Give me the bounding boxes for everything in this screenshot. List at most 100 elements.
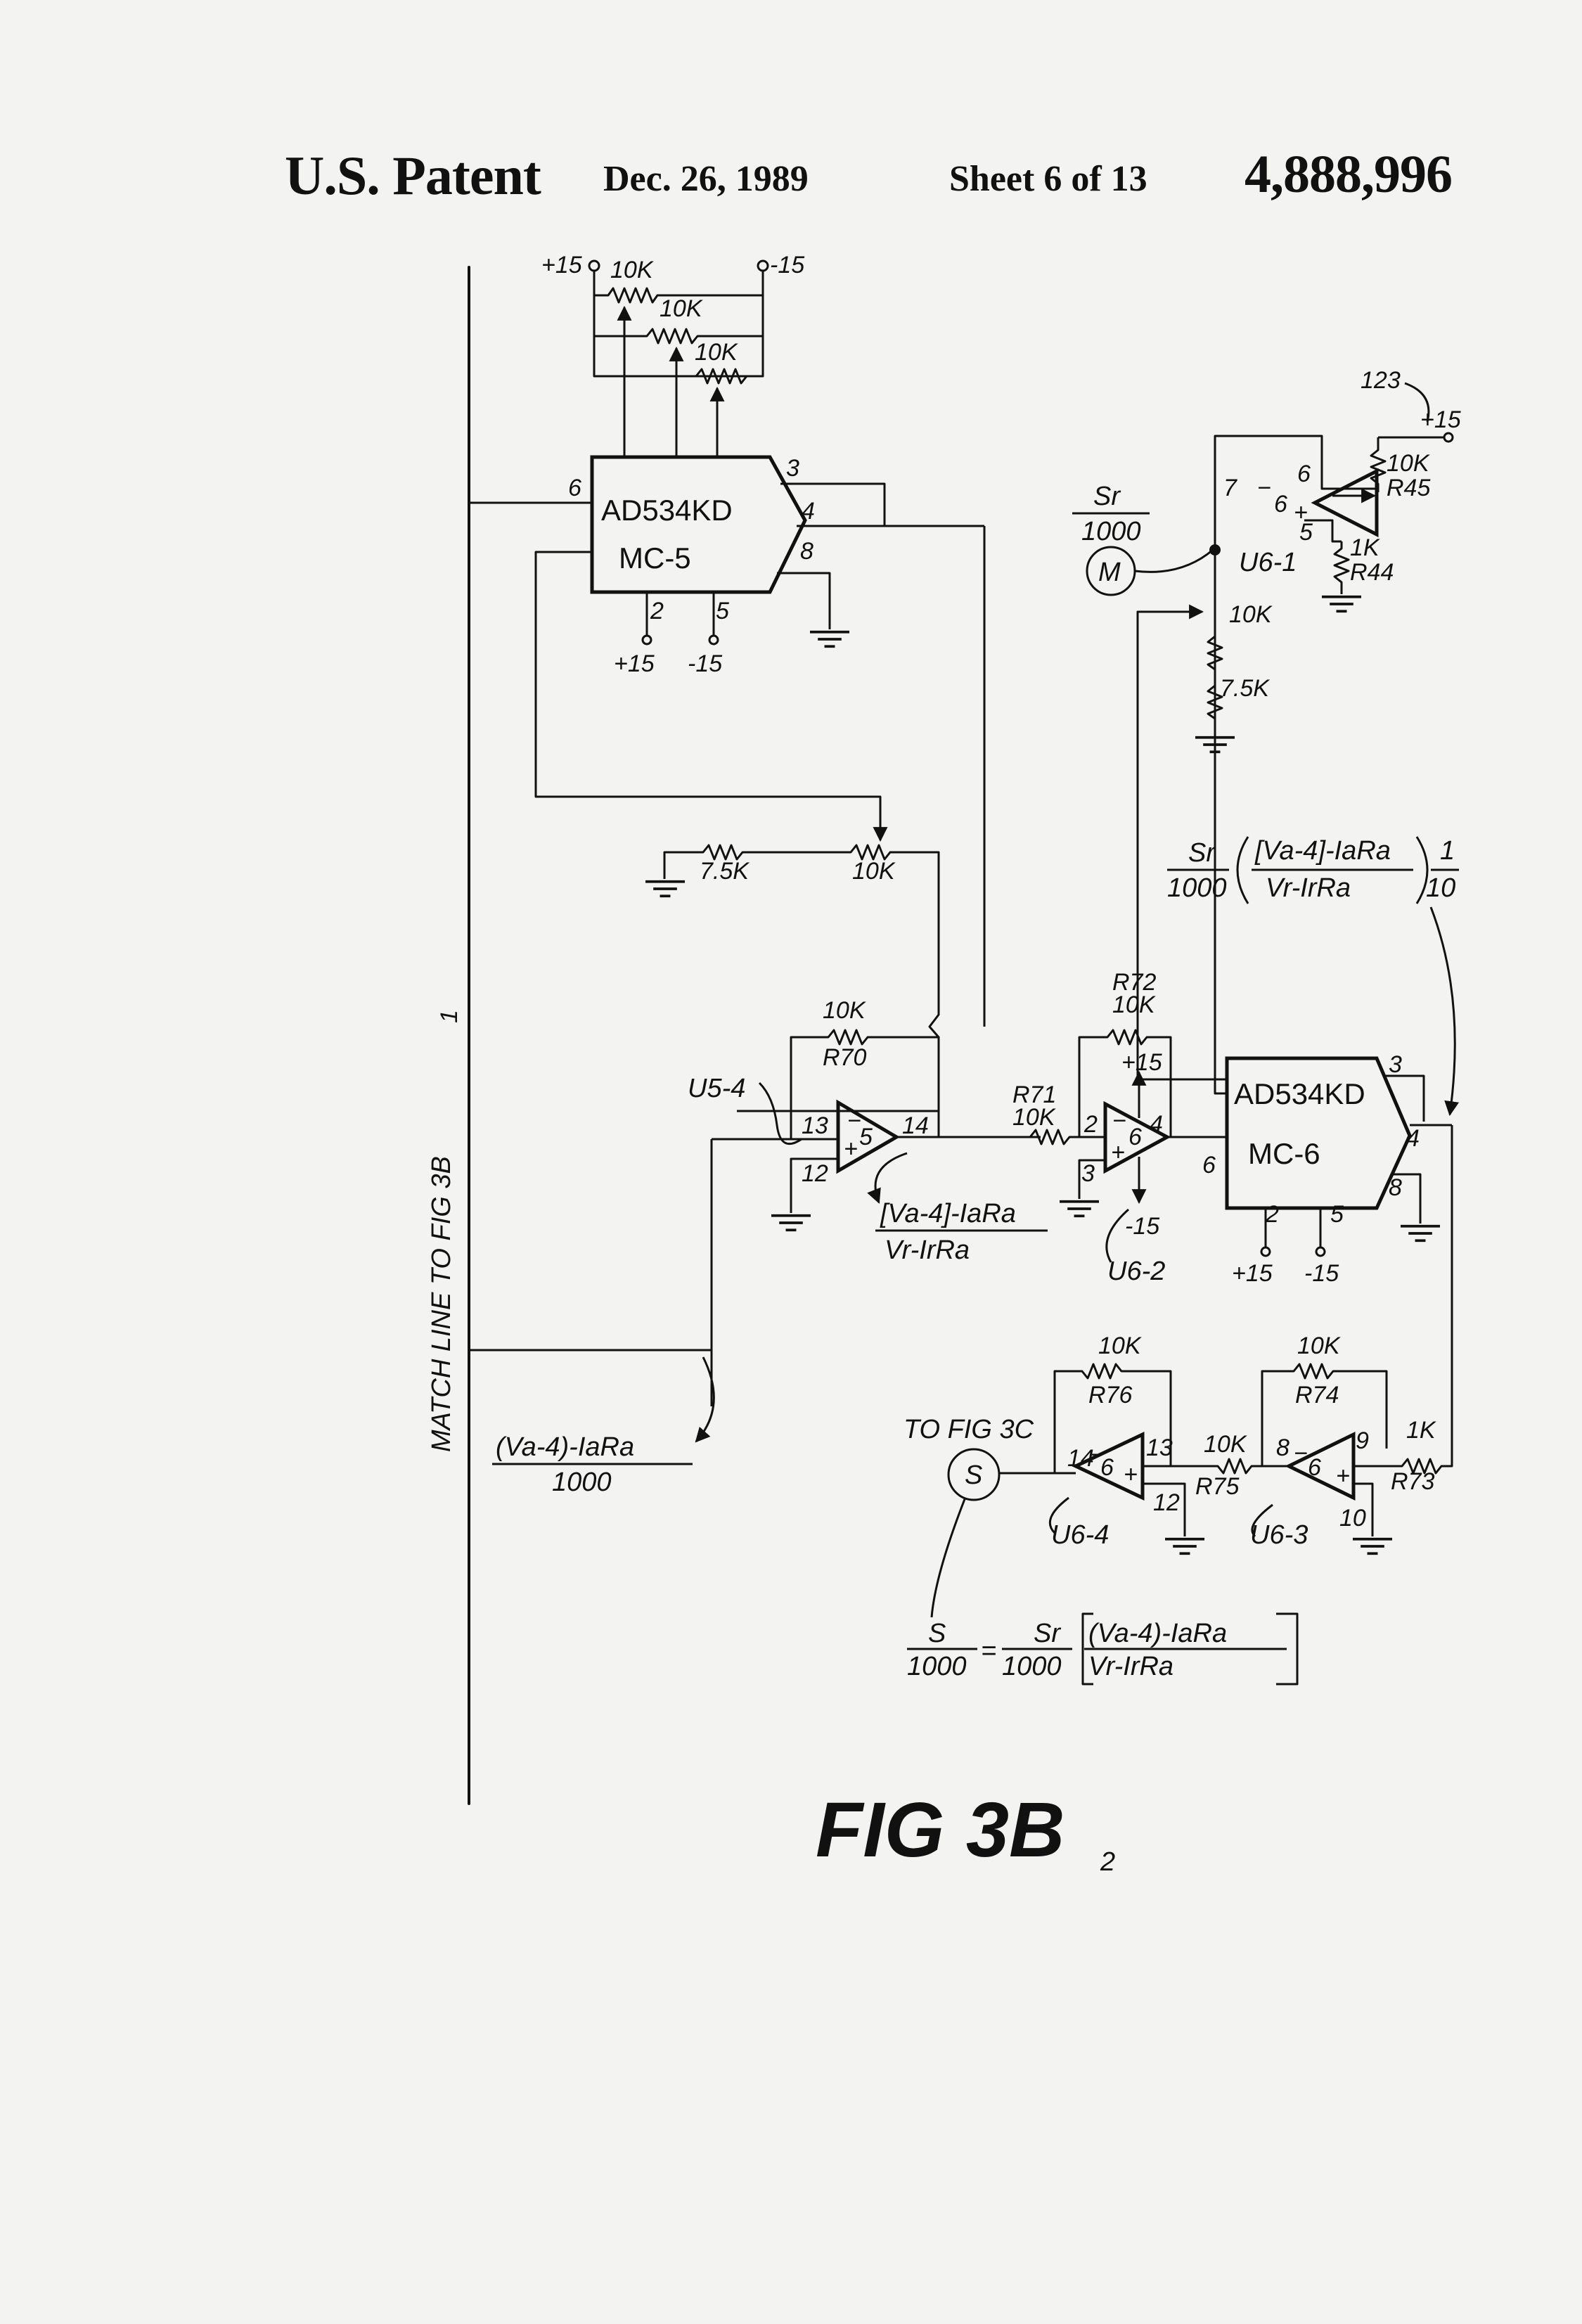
svg-text:1K: 1K	[1406, 1417, 1436, 1444]
top-pot-3-value: 10K	[695, 339, 738, 366]
svg-text:8: 8	[1389, 1174, 1402, 1201]
patent-date: Dec. 26, 1989	[603, 159, 809, 199]
svg-text:R70: R70	[823, 1044, 866, 1071]
motor-section: Sr 1000 M 10K 7.5K − + 6 7 5 6 U6-1	[1072, 367, 1461, 754]
svg-text:2: 2	[1265, 1201, 1279, 1228]
chip-mc6: AD534KD MC-6 3 4 8 2 5 +15 -15	[1136, 435, 1453, 1449]
figure-label: FIG 3B	[816, 1787, 1065, 1873]
svg-text:[Va-4]-IaRa: [Va-4]-IaRa	[1254, 836, 1391, 866]
svg-text:14: 14	[902, 1112, 929, 1139]
top-potentiometers: +15 -15 10K 10K 10K	[541, 252, 804, 457]
figure-label-sub: 2	[1100, 1847, 1115, 1877]
svg-text:(Va-4)-IaRa: (Va-4)-IaRa	[1088, 1619, 1227, 1648]
svg-text:3: 3	[1389, 1051, 1402, 1078]
opamp-u6-2: R71 10K − + 6 2 3 4 R72 10K +15 -15 U6-2…	[1012, 969, 1227, 1286]
svg-text:1: 1	[1440, 836, 1455, 866]
mc5-ref: MC-5	[619, 541, 691, 574]
patent-number: 4,888,996	[1245, 145, 1453, 204]
svg-text:+15: +15	[1121, 1049, 1162, 1076]
equation-top: Sr 1000 [Va-4]-IaRa Vr-IrRa 1 10	[1167, 836, 1460, 1117]
svg-text:8: 8	[800, 538, 813, 565]
svg-text:10K: 10K	[1112, 991, 1156, 1018]
svg-text:13: 13	[802, 1112, 828, 1139]
svg-text:R74: R74	[1295, 1382, 1339, 1408]
svg-text:4: 4	[1406, 1125, 1420, 1152]
top-supply-pos: +15	[541, 252, 582, 278]
svg-text:-15: -15	[688, 650, 722, 677]
svg-text:7.5K: 7.5K	[1220, 675, 1270, 702]
svg-text:14: 14	[1067, 1445, 1094, 1472]
svg-text:5: 5	[859, 1124, 873, 1150]
svg-text:−: −	[1088, 1442, 1102, 1468]
svg-text:10: 10	[1339, 1505, 1366, 1532]
match-line-sub: 1	[436, 1010, 463, 1023]
mc5-part: AD534KD	[601, 494, 733, 527]
svg-text:10K: 10K	[1204, 1431, 1247, 1458]
svg-text:5: 5	[1299, 519, 1313, 546]
svg-text:1000: 1000	[1167, 873, 1227, 903]
svg-text:Vr-IrRa: Vr-IrRa	[1088, 1652, 1173, 1681]
equation-left: (Va-4)-IaRa 1000	[492, 1432, 693, 1497]
svg-text:=: =	[981, 1636, 996, 1666]
svg-text:123: 123	[1361, 367, 1401, 394]
signal-s-icon	[947, 1448, 1001, 1501]
svg-text:R76: R76	[1088, 1382, 1132, 1408]
u6-4-label: U6-4	[1051, 1520, 1109, 1550]
svg-text:Vr-IrRa: Vr-IrRa	[885, 1235, 970, 1265]
u6-3-label: U6-3	[1250, 1520, 1308, 1550]
svg-text:+15: +15	[1420, 406, 1461, 433]
svg-text:6: 6	[568, 475, 581, 501]
opamp-u5-4: − + 5 U5-4 13 12 14 10K R70	[469, 997, 1041, 1443]
svg-text:6: 6	[1308, 1454, 1321, 1481]
svg-text:R75: R75	[1195, 1473, 1239, 1500]
svg-text:8: 8	[1276, 1434, 1290, 1461]
left-divider-r2: 10K	[852, 858, 896, 885]
top-supply-neg: -15	[770, 252, 804, 278]
opamp-u6-4: 10K R75 − + 6 14 13 12 10K R76 U6-4 S TO…	[903, 1333, 1289, 1618]
svg-text:1000: 1000	[552, 1468, 612, 1497]
svg-text:Vr-IrRa: Vr-IrRa	[1266, 873, 1351, 903]
svg-text:+15: +15	[614, 650, 655, 677]
svg-text:5: 5	[1330, 1201, 1344, 1228]
svg-text:S: S	[965, 1460, 982, 1490]
svg-text:(Va-4)-IaRa: (Va-4)-IaRa	[496, 1432, 634, 1462]
svg-text:R45: R45	[1387, 475, 1430, 501]
svg-text:12: 12	[1153, 1489, 1180, 1516]
svg-text:M: M	[1098, 558, 1121, 587]
match-line: MATCH LINE TO FIG 3B 1	[427, 266, 470, 1805]
svg-text:10K: 10K	[1297, 1333, 1341, 1359]
svg-text:4: 4	[1150, 1111, 1163, 1138]
svg-text:12: 12	[802, 1160, 828, 1187]
svg-text:-15: -15	[1304, 1260, 1339, 1287]
equation-middle: [Va-4]-IaRa Vr-IrRa	[867, 1152, 1048, 1265]
svg-text:-15: -15	[1125, 1213, 1159, 1240]
svg-text:1000: 1000	[1002, 1652, 1062, 1681]
svg-text:+: +	[1124, 1461, 1138, 1488]
mc6-part: AD534KD	[1234, 1077, 1365, 1110]
svg-text:4: 4	[802, 498, 815, 525]
svg-text:2: 2	[1083, 1111, 1098, 1138]
svg-text:S: S	[928, 1619, 946, 1648]
top-pot-1-value: 10K	[610, 257, 654, 283]
svg-text:10K: 10K	[1387, 450, 1430, 477]
svg-text:1000: 1000	[1081, 517, 1141, 546]
svg-text:1K: 1K	[1350, 534, 1380, 561]
svg-text:R71: R71	[1012, 1081, 1056, 1108]
svg-text:+: +	[1111, 1139, 1125, 1166]
svg-text:Sr: Sr	[1188, 838, 1216, 868]
svg-text:6: 6	[1202, 1152, 1216, 1179]
svg-text:10: 10	[1426, 873, 1455, 903]
svg-text:+: +	[1294, 499, 1308, 526]
u6-2-label: U6-2	[1107, 1257, 1165, 1286]
svg-text:[Va-4]-IaRa: [Va-4]-IaRa	[880, 1199, 1016, 1228]
svg-text:3: 3	[786, 455, 799, 482]
svg-text:6: 6	[1100, 1454, 1114, 1481]
svg-text:−: −	[1257, 475, 1271, 501]
left-divider-r1: 7.5K	[700, 858, 750, 885]
svg-text:6: 6	[1297, 461, 1311, 487]
svg-text:2: 2	[650, 598, 664, 624]
svg-text:+: +	[844, 1136, 858, 1162]
svg-text:10K: 10K	[823, 997, 866, 1024]
